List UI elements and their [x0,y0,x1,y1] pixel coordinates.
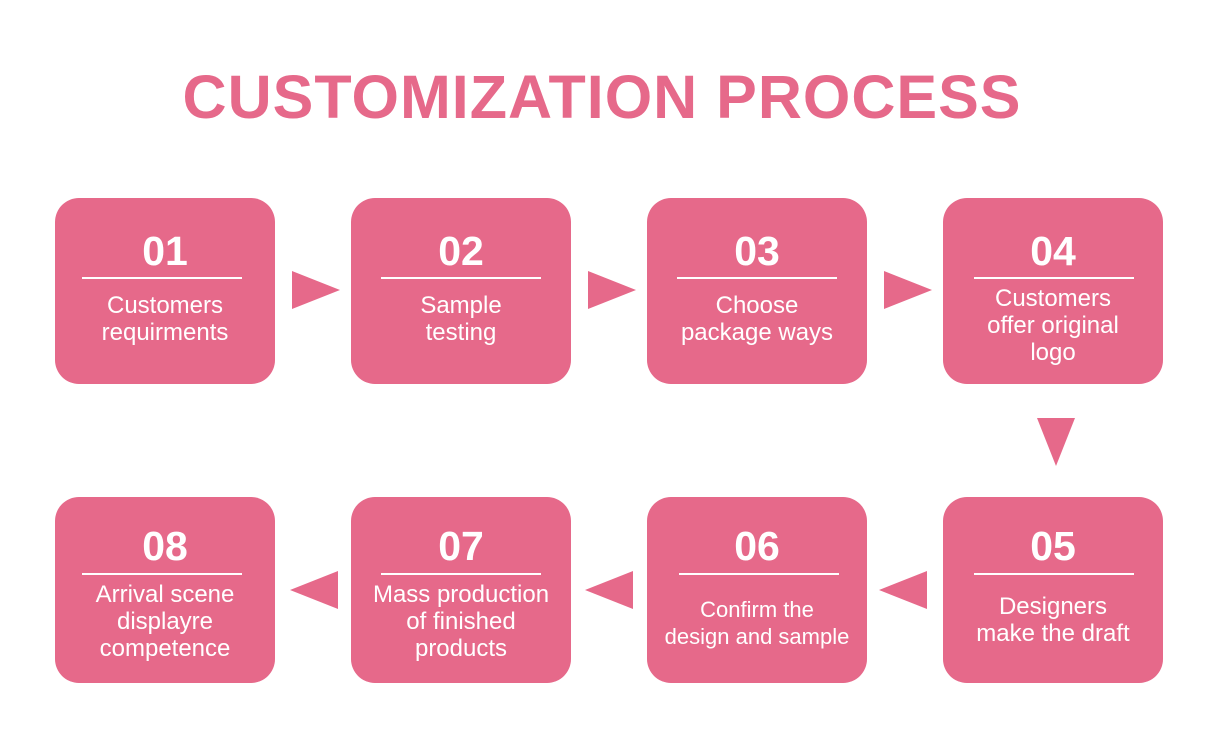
step-number: 03 [734,228,780,274]
step-label: Sample testing [361,292,561,346]
step-number: 07 [438,523,484,569]
step-08-box: 08 Arrival scene displayre competence [55,497,275,683]
arrow-right-icon [884,271,932,309]
page-title: CUSTOMIZATION PROCESS [182,63,1022,131]
step-number: 02 [438,228,484,274]
step-label-line: Customers [106,292,224,319]
arrow-left-icon [290,571,338,609]
step-label-line: Designers [998,593,1108,620]
step-07-box: 07 Mass production of finished products [351,497,571,683]
step-divider [82,573,242,575]
step-label-line: testing [425,319,497,346]
step-label-line: offer original [987,312,1119,339]
step-number: 08 [142,523,188,569]
step-label: Choose package ways [657,292,857,346]
step-label: Customers offer original logo [953,285,1153,366]
step-06-box: 06 Confirm the design and sample [647,497,867,683]
step-label-line: Sample [420,292,502,319]
step-label-line: package ways [680,319,834,346]
step-number: 05 [1030,523,1076,569]
step-02-box: 02 Sample testing [351,198,571,384]
step-label: Customers requirments [65,292,265,346]
step-label: Mass production of finished products [361,581,561,662]
step-label-line: competence [99,635,231,662]
step-label-line: requirments [101,319,229,346]
step-number: 01 [142,228,188,274]
step-05-box: 05 Designers make the draft [943,497,1163,683]
step-04-box: 04 Customers offer original logo [943,198,1163,384]
arrow-down-icon [1037,418,1075,466]
step-label-line: Confirm the [700,597,814,622]
step-label-line: make the draft [976,620,1130,647]
step-label-line: displayre [116,608,214,635]
step-label-line: Choose [715,292,799,319]
step-number: 04 [1030,228,1076,274]
step-03-box: 03 Choose package ways [647,198,867,384]
step-label-line: logo [1030,339,1076,366]
step-number: 06 [734,523,780,569]
step-divider [679,573,839,575]
step-label-line: design and sample [664,624,850,649]
step-divider [677,277,837,279]
step-divider [82,277,242,279]
arrow-right-icon [292,271,340,309]
step-divider [381,573,541,575]
step-label: Arrival scene displayre competence [65,581,265,662]
arrow-right-icon [588,271,636,309]
step-01-box: 01 Customers requirments [55,198,275,384]
step-label-line: Mass production [372,581,550,608]
step-label-line: Customers [994,285,1112,312]
step-label-line: products [414,635,508,662]
step-label-line: of finished [406,608,516,635]
step-label: Designers make the draft [953,593,1153,647]
step-label-line: Arrival scene [95,581,235,608]
step-label: Confirm the design and sample [647,596,867,650]
arrow-left-icon [585,571,633,609]
step-divider [974,573,1134,575]
step-divider [381,277,541,279]
step-divider [974,277,1134,279]
arrow-left-icon [879,571,927,609]
